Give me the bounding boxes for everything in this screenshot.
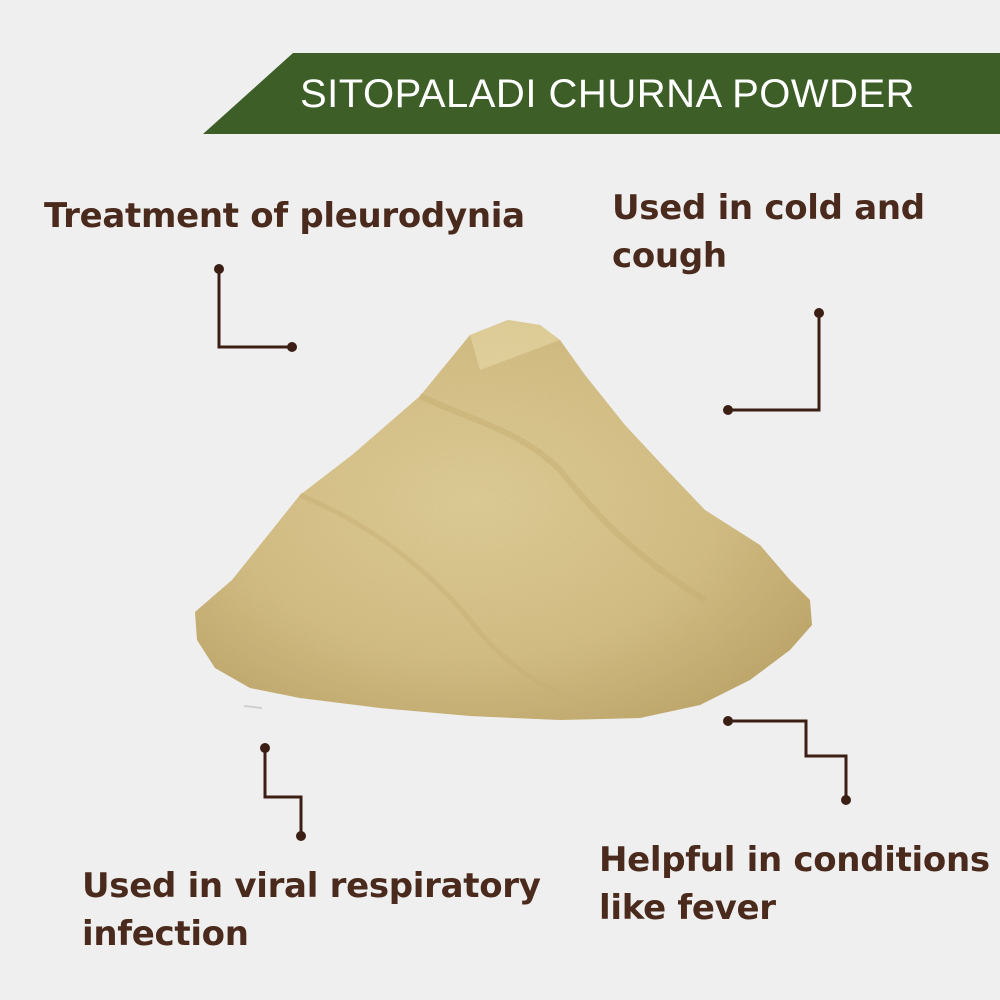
feature-text-line1: Used in cold and [612, 188, 925, 228]
title-banner [203, 53, 1000, 134]
page-title: SITOPALADI CHURNA POWDER [300, 72, 916, 116]
feature-text: Treatment of pleurodynia [44, 196, 525, 236]
connector-dot [260, 743, 270, 753]
connector-dot [841, 795, 851, 805]
connector-bottom-left [263, 748, 303, 836]
feature-text-line1: Helpful in conditions [599, 840, 990, 880]
connector-dot [814, 308, 824, 318]
connector-dot [723, 716, 733, 726]
powder-pile [195, 320, 812, 720]
connector-dot [214, 264, 224, 274]
connector-top-left [217, 269, 292, 349]
feature-text-line2: like fever [599, 888, 776, 928]
connector-dot [287, 342, 297, 352]
feature-viral-respiratory: Used in viral respiratory infection [82, 862, 541, 958]
connector-dot [296, 831, 306, 841]
feature-text-line1: Used in viral respiratory [82, 866, 541, 906]
feature-text-line2: cough [612, 236, 727, 276]
connector-top-right [728, 313, 821, 412]
feature-text-line2: infection [82, 914, 249, 954]
feature-fever: Helpful in conditions like fever [599, 836, 990, 932]
feature-cold-cough: Used in cold and cough [612, 184, 925, 280]
connector-dot [723, 405, 733, 415]
feature-pleurodynia: Treatment of pleurodynia [44, 192, 525, 240]
connector-bottom-right [728, 719, 848, 800]
